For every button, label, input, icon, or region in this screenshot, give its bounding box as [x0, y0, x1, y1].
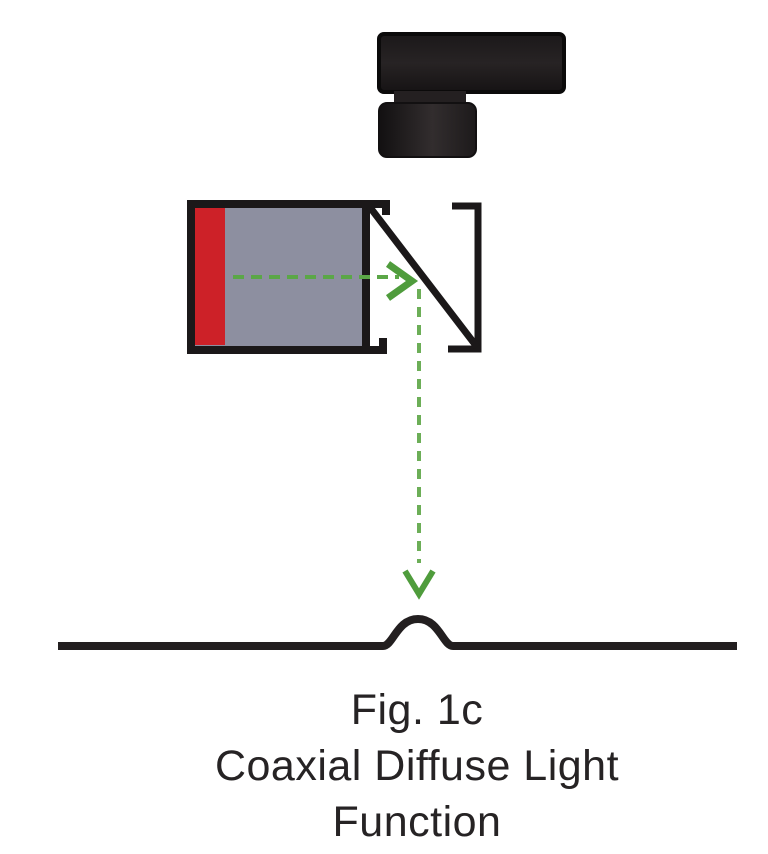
red-light-source-strip: [195, 208, 225, 345]
camera-icon: [377, 32, 566, 158]
vertical-beam-arrowhead-icon: [402, 569, 436, 600]
camera-body: [377, 32, 566, 94]
light-housing-box: [187, 200, 390, 354]
light-path: [233, 261, 436, 600]
camera-mount-neck: [394, 91, 466, 104]
beam-splitter-mirror-diagonal: [366, 203, 480, 350]
figure-caption-title: Coaxial Diffuse Light: [214, 742, 620, 790]
horizontal-beam-arrowhead-icon: [385, 261, 419, 301]
beam-splitter: [366, 202, 482, 353]
figure-caption: Fig. 1c Coaxial Diffuse Light Function: [215, 682, 619, 850]
housing-bottom-border: [187, 338, 387, 354]
inspection-surface-line: [58, 615, 737, 650]
beam-splitter-bracket: [448, 202, 482, 353]
figure-caption-subtitle: Function: [332, 798, 502, 846]
camera-lens-icon: [378, 102, 477, 158]
figure-caption-number: Fig. 1c: [350, 686, 484, 734]
housing-top-border: [187, 200, 390, 215]
